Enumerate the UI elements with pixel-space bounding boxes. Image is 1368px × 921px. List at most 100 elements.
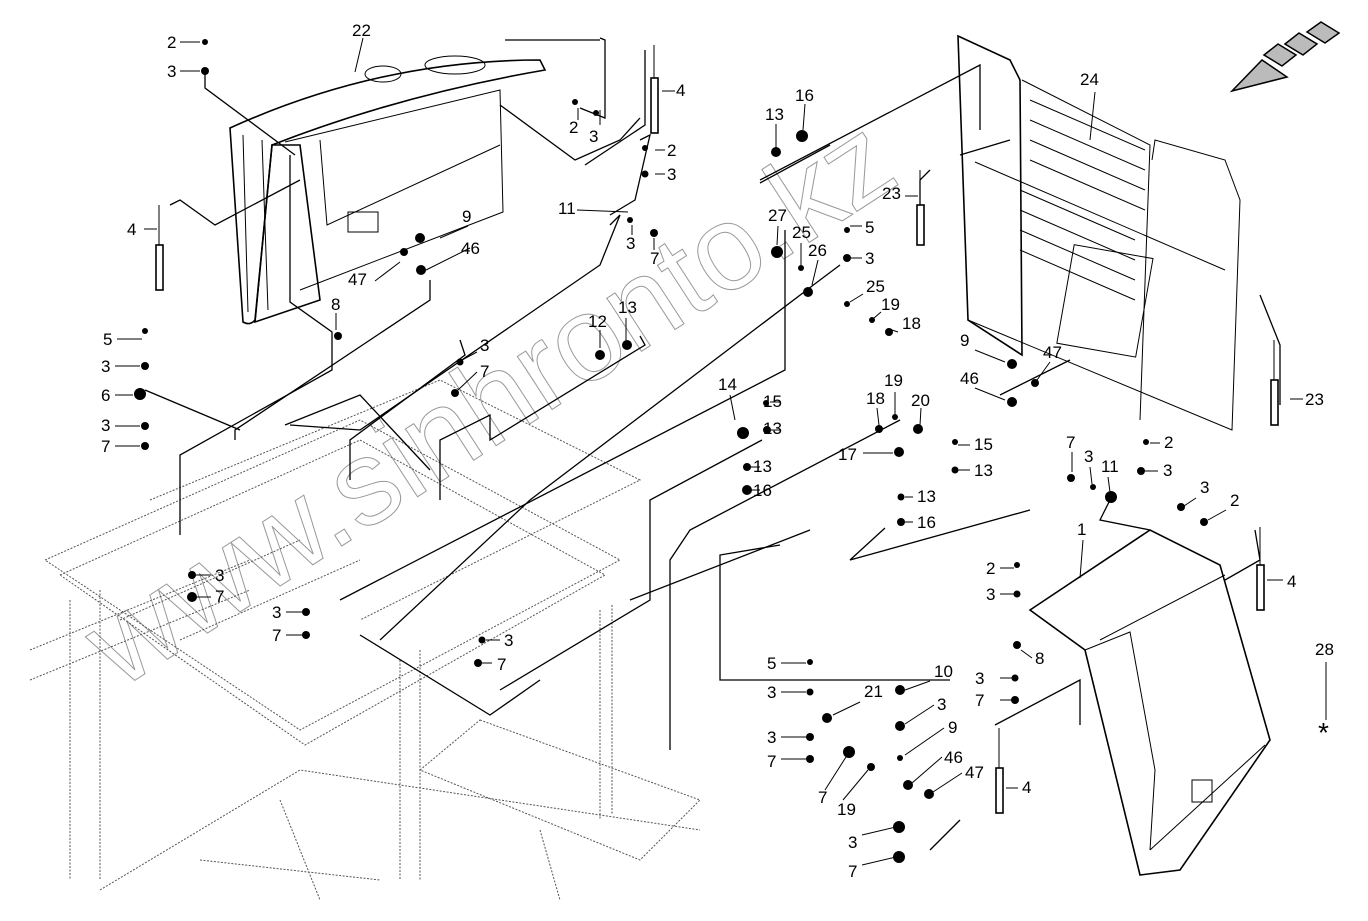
bolt-icon	[142, 328, 148, 334]
callout-label: 7	[215, 587, 224, 606]
washer-icon	[806, 733, 814, 741]
callout-label: 3	[975, 669, 984, 688]
callout-label: 46	[944, 748, 963, 767]
leader-lines	[144, 37, 1281, 851]
callout-label: 7	[272, 626, 281, 645]
callout-label: 11	[1101, 457, 1119, 476]
callout-label: 28	[1315, 640, 1334, 659]
washer-icon	[1011, 674, 1019, 682]
callout-label: 14	[718, 375, 737, 394]
washer-icon	[641, 170, 649, 178]
grille-panel-24	[957, 34, 1241, 431]
washer-icon	[1013, 590, 1021, 598]
callout-label: 6	[101, 386, 110, 405]
washer-icon	[188, 571, 196, 579]
callout-label: 7	[818, 788, 827, 807]
washer-icon	[867, 763, 875, 771]
bolt-icon	[1014, 562, 1020, 568]
callout-label: 3	[101, 416, 110, 435]
callout-label: 24	[1080, 70, 1099, 89]
nut-icon	[1067, 474, 1075, 482]
callout-label: 2	[167, 33, 176, 52]
washer-icon	[892, 414, 898, 420]
callout-label: 3	[865, 249, 874, 268]
clip-icon	[1013, 641, 1021, 649]
hood-panel-22	[229, 55, 547, 325]
callout-label: 8	[331, 295, 340, 314]
callout-label: 3	[937, 695, 946, 714]
bracket-icon	[737, 427, 749, 439]
bolt-icon	[844, 227, 850, 233]
callout-label: 46	[461, 239, 480, 258]
callout-label: 19	[837, 800, 856, 819]
callout-label: 3	[101, 357, 110, 376]
watermark: www.sinhronto.kz	[60, 90, 918, 712]
callout-label: 13	[974, 461, 993, 480]
callout-label: 7	[101, 437, 110, 456]
nut-icon	[885, 328, 893, 336]
clip-icon	[334, 332, 342, 340]
latch-icon	[415, 233, 425, 243]
clip-icon	[924, 789, 934, 799]
callout-label: 25	[792, 223, 811, 242]
nut-icon	[897, 518, 905, 526]
bolt-icon	[572, 99, 578, 105]
callout-label: 11	[558, 199, 576, 218]
washer-icon	[869, 317, 875, 323]
callout-label: 5	[767, 654, 776, 673]
washer-icon	[478, 636, 486, 644]
callout-label: 13	[765, 105, 784, 124]
gas-strut-icon	[650, 45, 659, 134]
gas-strut-icon	[1270, 340, 1279, 426]
gas-struts	[155, 45, 1279, 814]
washer-icon	[951, 466, 959, 474]
watermark-text: www.sinhronto.kz	[60, 91, 917, 712]
bolt-icon	[895, 685, 905, 695]
callout-label: 7	[975, 691, 984, 710]
clip-icon	[400, 248, 408, 256]
washer-icon	[1137, 467, 1145, 475]
direction-arrow-icon	[1229, 21, 1341, 93]
nut-icon	[742, 485, 752, 495]
washer-icon	[844, 301, 850, 307]
clip-icon	[1031, 379, 1039, 387]
washer-icon	[1090, 484, 1096, 490]
callout-label: 3	[215, 566, 224, 585]
callout-label: 2	[667, 141, 676, 160]
nut-icon	[893, 851, 905, 863]
callout-label: 9	[462, 207, 471, 226]
hardware-parts	[134, 39, 1208, 863]
callout-label: 4	[1287, 572, 1296, 591]
callout-label: 8	[1035, 649, 1044, 668]
nut-icon	[187, 592, 197, 602]
washer-icon	[201, 67, 209, 75]
washer-icon	[593, 110, 599, 116]
bolt-icon	[202, 39, 208, 45]
callout-label: 22	[352, 21, 371, 40]
nut-icon	[875, 425, 883, 433]
bracket-icon	[894, 447, 904, 457]
bolt-icon	[763, 400, 769, 406]
callout-label: 12	[588, 312, 607, 331]
nut-icon	[806, 755, 814, 763]
nut-icon	[451, 389, 459, 397]
callout-label: 27	[768, 206, 787, 225]
washer-icon	[456, 358, 464, 366]
washer-icon	[622, 340, 632, 350]
nut-icon	[913, 424, 923, 434]
callout-labels: 22 2 3 4 2 3 2 3 11 3 7 4 9 46 47 8 5 3 …	[101, 21, 1334, 881]
side-cover-1	[1028, 529, 1271, 876]
callout-label: 3	[1200, 478, 1209, 497]
latch-icon	[1007, 397, 1017, 407]
bushing-icon	[771, 246, 783, 258]
callout-label: 7	[848, 862, 857, 881]
washer-icon	[806, 688, 814, 696]
callout-label: 21	[864, 682, 883, 701]
callout-label: 18	[866, 389, 885, 408]
bolt-icon	[807, 659, 813, 665]
bolt-icon	[1143, 439, 1149, 445]
gas-strut-icon	[916, 170, 925, 246]
nut-icon	[843, 746, 855, 758]
washer-icon	[843, 254, 851, 262]
callout-label: 13	[618, 298, 637, 317]
